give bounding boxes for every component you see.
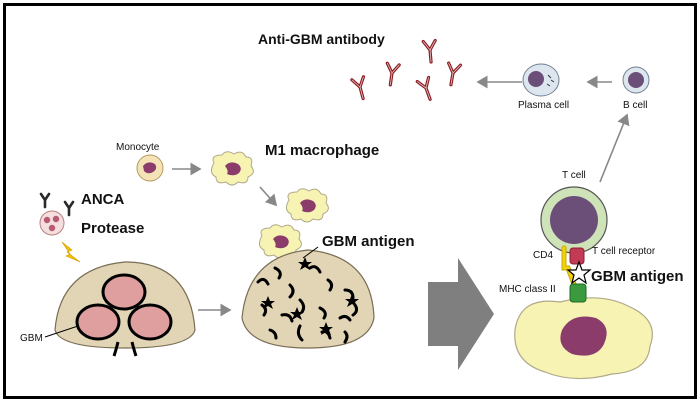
cd4-label: CD4 (533, 250, 554, 261)
tcell-to-bcell-arrow (599, 113, 630, 183)
macrophage-migration-arrow (259, 186, 278, 207)
gbm-antigen-center-label: GBM antigen (322, 233, 415, 250)
b-cell-label: B cell (623, 100, 648, 111)
t-cell (540, 186, 608, 254)
m1-macrophage-label: M1 macrophage (265, 142, 380, 159)
antibody-group (350, 38, 463, 103)
glomerulus-left (54, 261, 196, 357)
glomerulus-damaged (241, 249, 375, 349)
anca-antibody-1 (39, 192, 51, 209)
diagram-frame (3, 3, 697, 399)
gbm-leader-line (44, 325, 79, 338)
monocyte-label: Monocyte (116, 142, 160, 153)
t-cell-label: T cell (562, 170, 586, 181)
neutrophil (39, 210, 65, 236)
b-cell (622, 66, 650, 94)
t-cell-receptor-label: T cell receptor (592, 246, 656, 257)
anca-label: ANCA (81, 191, 125, 208)
anca-antibody-2 (63, 200, 75, 217)
protease-label: Protease (81, 220, 145, 237)
gbm-antigen-right-label: GBM antigen (591, 268, 684, 285)
gbm-antigen-leader-line (302, 246, 319, 259)
anti-gbm-antibody-label: Anti-GBM antibody (258, 31, 385, 47)
macrophage-1 (210, 151, 254, 186)
mhc-class-ii (569, 283, 587, 303)
macrophage-2 (285, 188, 329, 223)
t-cell-receptor (569, 247, 585, 265)
gbm-label: GBM (20, 333, 43, 344)
antigen-star-icon (566, 260, 592, 285)
plasma-cell-label: Plasma cell (518, 100, 570, 111)
big-transition-arrow (428, 258, 494, 370)
mhc-class-ii-label: MHC class II (499, 284, 556, 295)
plasma-cell (522, 63, 560, 97)
monocyte (136, 154, 164, 182)
antigen-presenting-cell (514, 297, 653, 380)
lightning-icon (61, 241, 81, 263)
